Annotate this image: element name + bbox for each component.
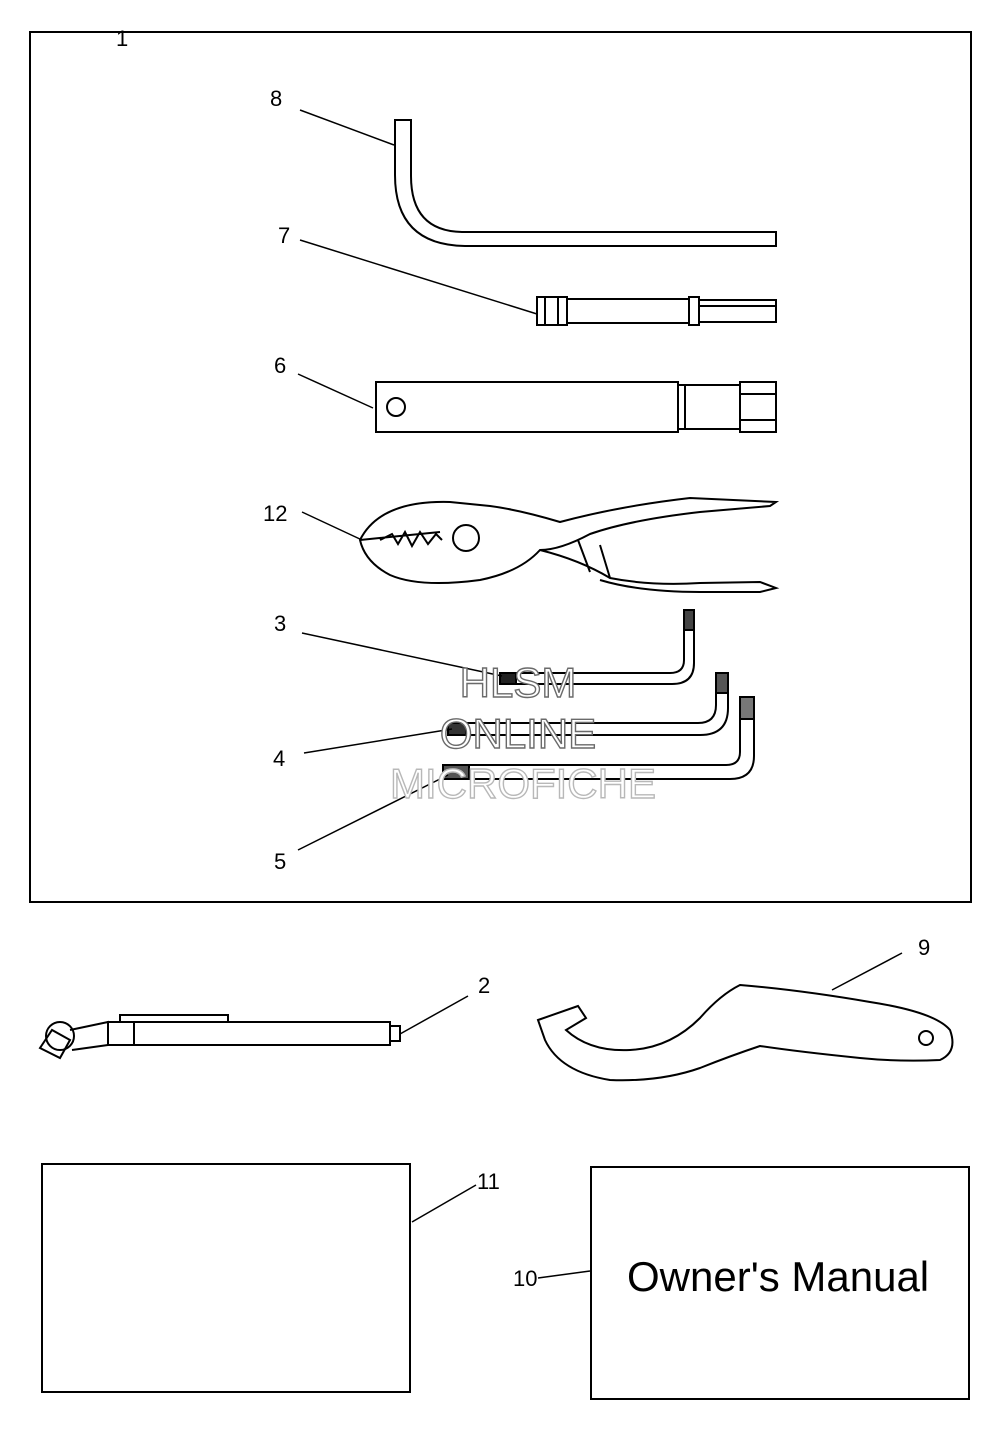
leader-4 <box>303 728 453 754</box>
socket-extension <box>536 296 777 326</box>
spanner-wrench <box>536 983 954 1082</box>
callout-9: 9 <box>918 935 930 960</box>
tool-kit-frame <box>29 31 972 903</box>
callout-6: 6 <box>274 353 286 378</box>
callout-11: 11 <box>477 1169 500 1194</box>
pliers <box>358 496 780 593</box>
tire-pressure-gauge <box>38 1014 401 1060</box>
callout-10: 10 <box>513 1266 537 1291</box>
callout-3: 3 <box>274 611 286 636</box>
leader-3 <box>301 632 503 677</box>
watermark-line-2: ONLINE <box>440 710 596 757</box>
hex-key-large <box>394 119 777 247</box>
document-box <box>41 1163 411 1393</box>
callout-2: 2 <box>478 973 490 998</box>
owners-manual-box <box>590 1166 970 1400</box>
watermark: HLSM ONLINE MICROFICHE <box>389 658 656 807</box>
watermark-line-3: MICROFICHE <box>390 760 656 807</box>
callout-8: 8 <box>270 86 282 111</box>
leader-7 <box>299 239 538 315</box>
callout-4: 4 <box>273 746 285 771</box>
hex-key-medium <box>447 672 729 736</box>
leader-12 <box>301 511 363 541</box>
hex-key-long <box>442 696 755 780</box>
leader-6 <box>297 373 374 409</box>
watermark-line-1: HLSM <box>460 659 577 706</box>
callout-12: 12 <box>263 501 287 526</box>
leader-9 <box>831 952 903 991</box>
callout-1: 1 <box>116 26 128 51</box>
leader-5 <box>297 774 449 851</box>
leader-10 <box>537 1270 591 1279</box>
leader-8 <box>299 109 395 146</box>
callout-7: 7 <box>278 223 290 248</box>
callout-5: 5 <box>274 849 286 874</box>
spark-plug-wrench <box>375 381 777 433</box>
leader-2 <box>399 995 469 1035</box>
leader-11 <box>411 1184 477 1223</box>
owners-manual-label: Owner's Manual <box>627 1253 929 1300</box>
hex-key-small <box>499 609 695 685</box>
